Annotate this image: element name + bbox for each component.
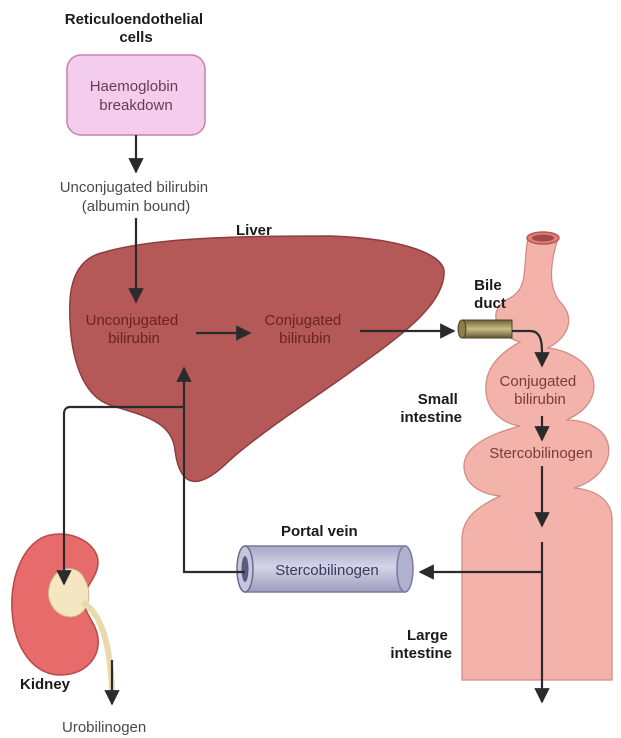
bile-duct [462,320,512,338]
portal-vein-end-right [397,546,413,592]
portal-vein-label: Portal vein [281,523,358,540]
bile-duct-end [458,320,466,338]
kidney-pelvis [48,569,88,617]
liver-shape [70,236,444,481]
urobilinogen-label: Urobilinogen [62,719,146,736]
bile-duct-label: Bile duct [474,277,506,312]
kidney-label: Kidney [20,676,71,693]
stercobilinogen-intestine-label: Stercobilinogen [489,445,592,462]
portal-vein-lumen [242,556,249,582]
liver-label: Liver [236,222,272,239]
intestine-opening-inner [532,235,554,242]
reticuloendothelial-label: Reticuloendothelial cells [65,11,208,46]
large-intestine-label: Large intestine [390,627,452,662]
haemoglobin-box [67,55,205,135]
unconjugated-albumin-label: Unconjugated bilirubin (albumin bound) [60,179,213,215]
small-intestine-label: Small intestine [400,391,462,426]
stercobilinogen-vein-label: Stercobilinogen [275,562,378,579]
